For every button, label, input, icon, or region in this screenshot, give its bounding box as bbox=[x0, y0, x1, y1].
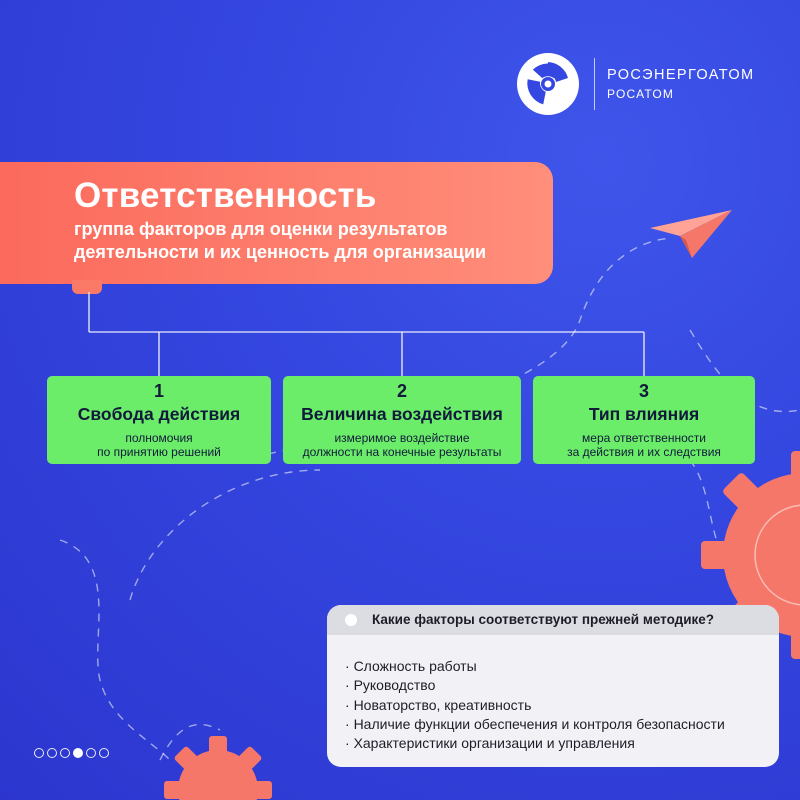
question-card: Какие факторы соответствуют прежней мето… bbox=[327, 605, 779, 767]
title-banner: Ответственность группа факторов для оцен… bbox=[0, 162, 553, 284]
factor-box-2: 2 Величина воздействия измеримое воздейс… bbox=[283, 376, 521, 464]
pagination-dot[interactable] bbox=[99, 748, 109, 758]
pagination-dot[interactable] bbox=[47, 748, 57, 758]
question-card-header: Какие факторы соответствуют прежней мето… bbox=[327, 605, 779, 635]
pagination-dot[interactable] bbox=[73, 748, 83, 758]
logo-main-text: РОСЭНЕРГОАТОМ bbox=[607, 67, 755, 83]
bullet-dot-icon bbox=[345, 614, 357, 626]
factor-number: 3 bbox=[638, 381, 649, 401]
slide-pagination[interactable] bbox=[34, 748, 109, 758]
factor-box-1: 1 Свобода действия полномочия по приняти… bbox=[47, 376, 271, 464]
gear-small-icon bbox=[164, 736, 272, 800]
factor-title: Величина воздействия bbox=[301, 404, 503, 424]
factor-description-line: мера ответственности bbox=[582, 431, 706, 445]
company-logo: РОСЭНЕРГОАТОМ РОСАТОМ bbox=[516, 52, 754, 116]
paper-plane-icon bbox=[650, 210, 732, 258]
list-item: Характеристики организации и управления bbox=[345, 734, 725, 753]
dashed-path-mid bbox=[129, 469, 321, 601]
page-subtitle: группа факторов для оценки результатов д… bbox=[74, 219, 487, 262]
factor-box-3: 3 Тип влияния мера ответственности за де… bbox=[533, 376, 755, 464]
factor-description-line: полномочия bbox=[125, 431, 193, 445]
factor-title: Тип влияния bbox=[588, 404, 700, 424]
pagination-dot[interactable] bbox=[34, 748, 44, 758]
logo-divider bbox=[594, 58, 595, 110]
list-item: Наличие функции обеспечения и контроля б… bbox=[345, 715, 725, 734]
dashed-path-bottom bbox=[159, 723, 221, 761]
page-title: Ответственность bbox=[74, 176, 377, 215]
factor-description: измеримое воздействие должности на конеч… bbox=[283, 431, 521, 459]
factor-description: мера ответственности за действия и их сл… bbox=[533, 431, 755, 459]
factor-number: 1 bbox=[153, 381, 164, 401]
dashed-path-plane bbox=[267, 237, 673, 455]
list-item: Руководство bbox=[345, 676, 725, 695]
factor-number: 2 bbox=[396, 381, 407, 401]
factor-description: полномочия по принятию решений bbox=[47, 431, 271, 459]
rosatom-logo-icon bbox=[517, 53, 579, 115]
factor-description-line: измеримое воздействие bbox=[334, 431, 470, 445]
factor-description-line: за действия и их следствия bbox=[567, 445, 721, 459]
logo-sub-text: РОСАТОМ bbox=[607, 87, 675, 101]
factor-description-line: по принятию решений bbox=[97, 445, 221, 459]
factor-description-line: должности на конечные результаты bbox=[302, 445, 502, 459]
list-item: Сложность работы bbox=[345, 657, 725, 676]
question-text: Какие факторы соответствуют прежней мето… bbox=[372, 612, 715, 627]
pagination-dot[interactable] bbox=[60, 748, 70, 758]
factor-list: Сложность работы Руководство Новаторство… bbox=[345, 657, 725, 753]
factor-title: Свобода действия bbox=[77, 404, 241, 424]
list-item: Новаторство, креативность bbox=[345, 696, 725, 715]
dashed-path-lower bbox=[59, 539, 171, 761]
banner-tab bbox=[72, 280, 102, 294]
pagination-dot[interactable] bbox=[86, 748, 96, 758]
